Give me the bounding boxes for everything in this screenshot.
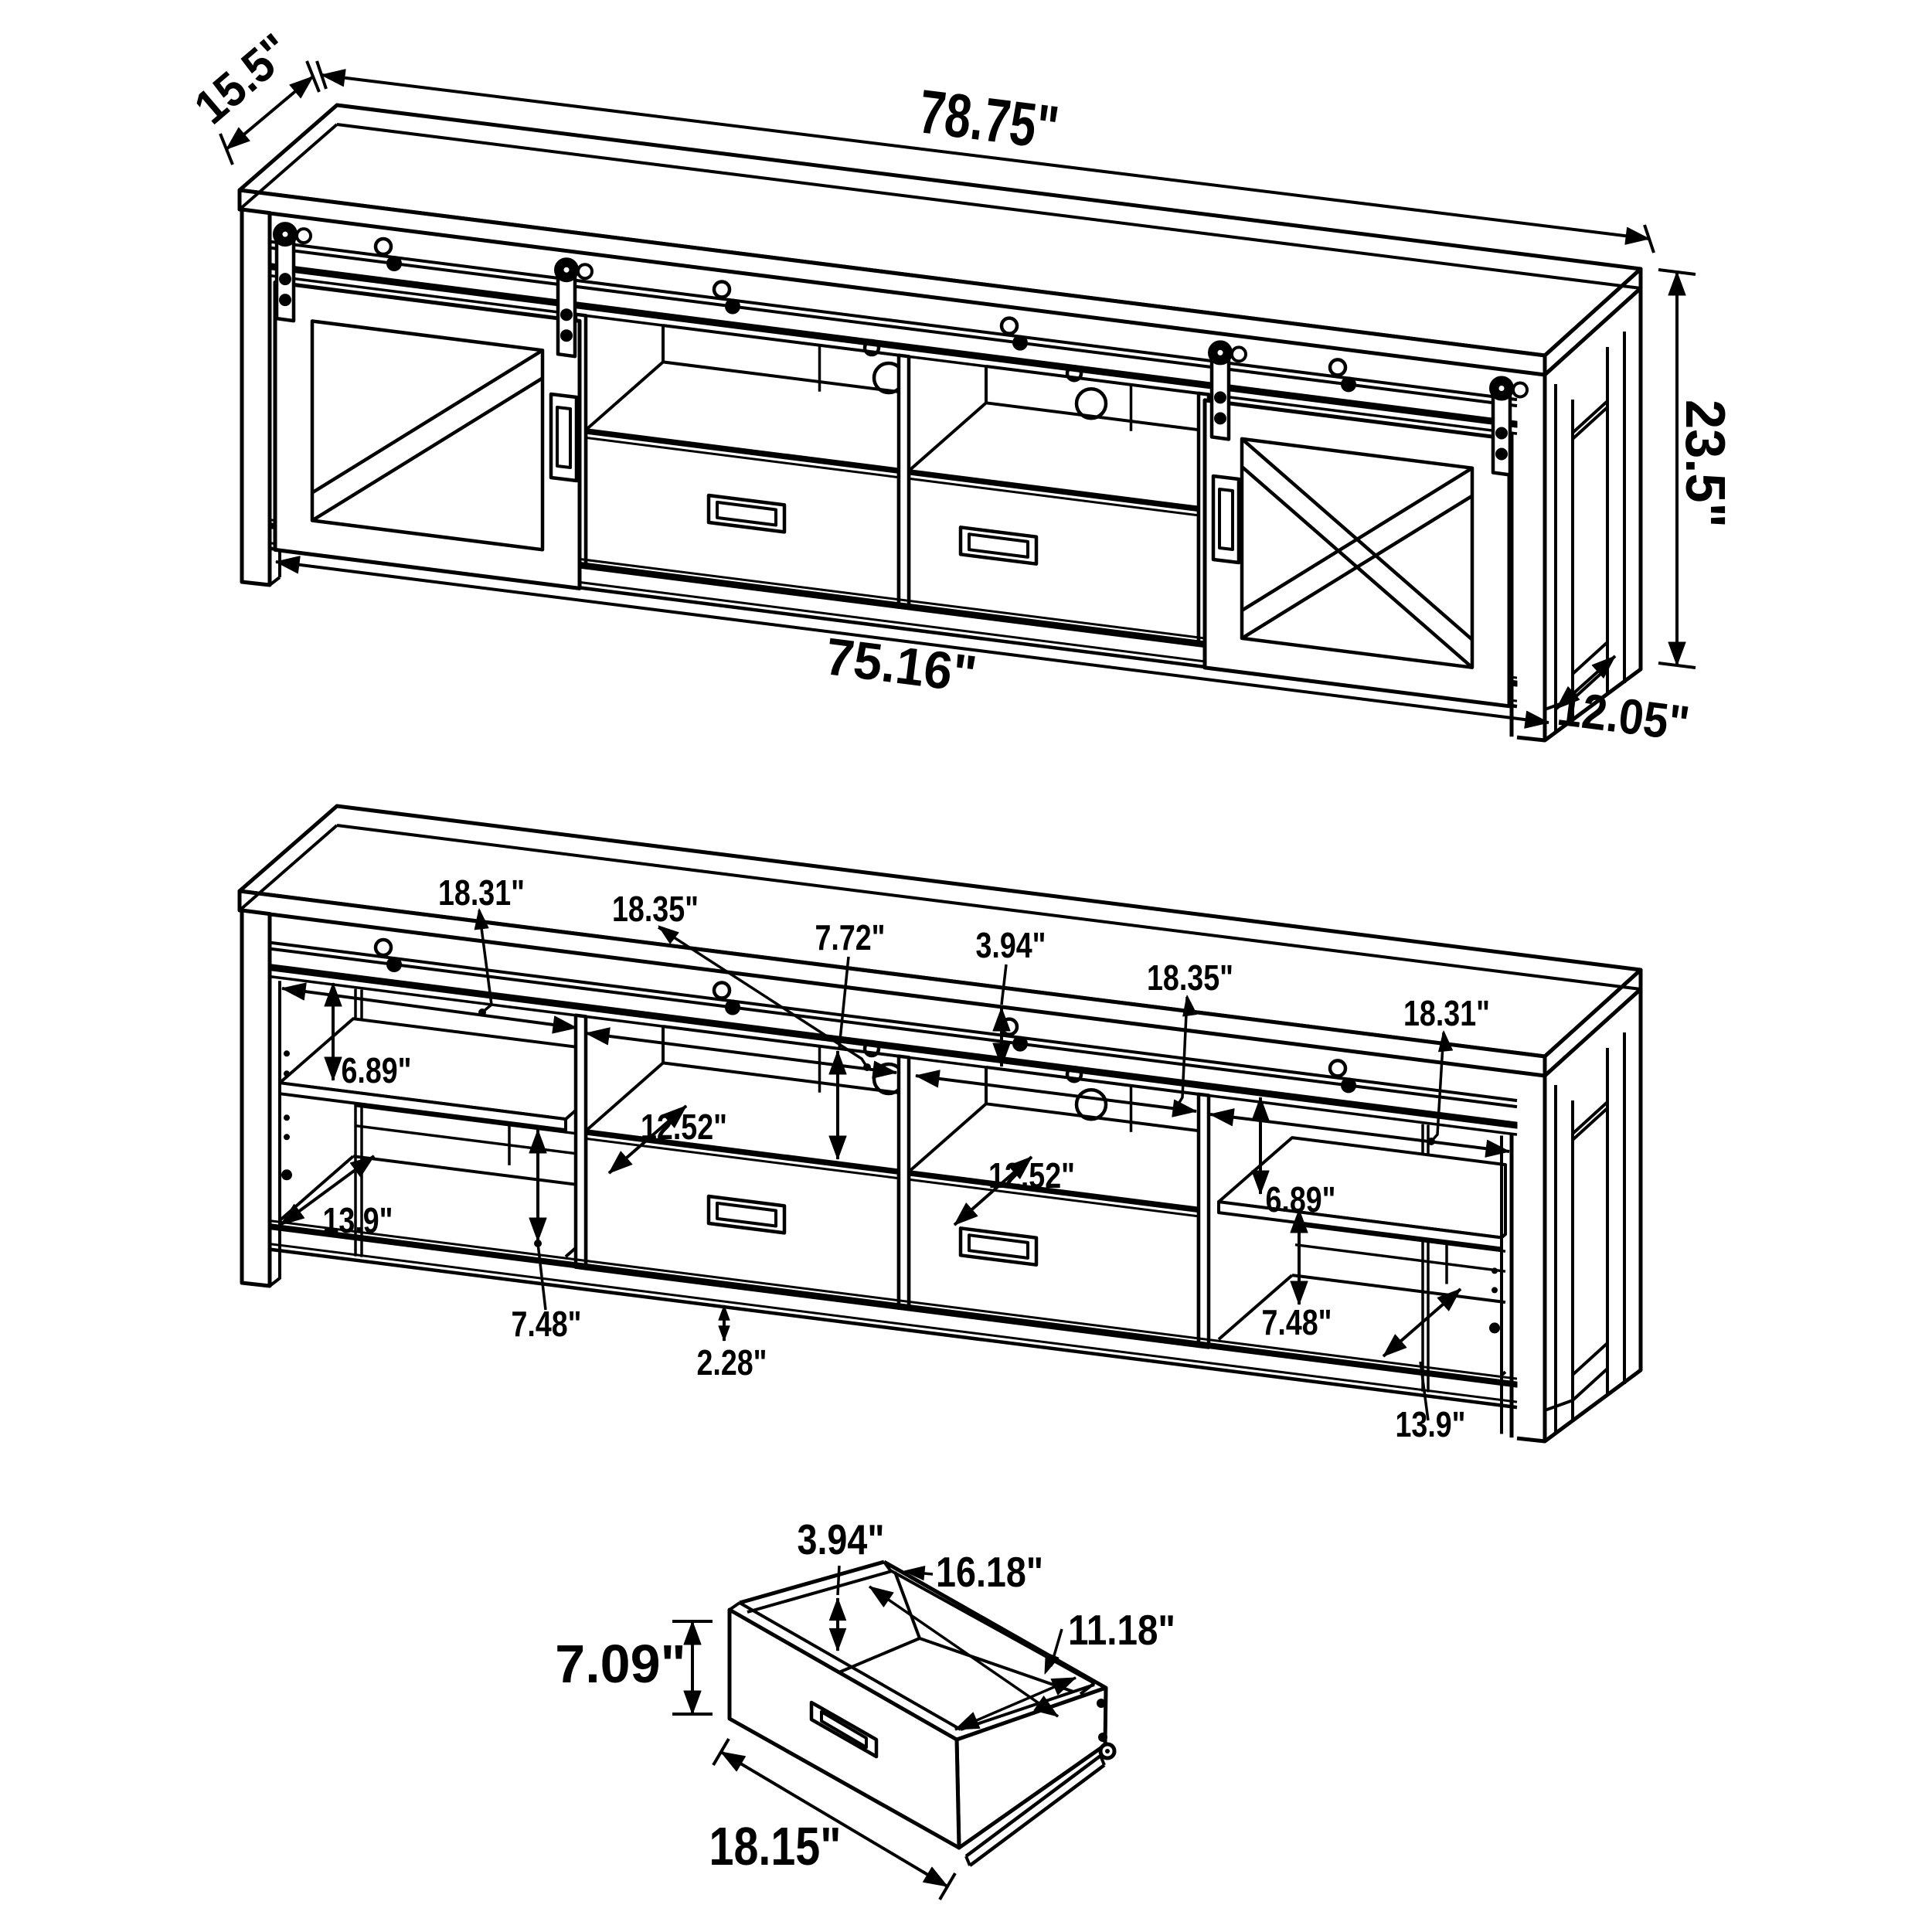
svg-text:18.15": 18.15"	[709, 1816, 842, 1876]
svg-text:12.52": 12.52"	[641, 1107, 727, 1147]
svg-text:13.9": 13.9"	[1396, 1404, 1466, 1444]
svg-text:2.28": 2.28"	[697, 1342, 767, 1383]
svg-text:18.31": 18.31"	[438, 872, 525, 913]
svg-text:3.94": 3.94"	[976, 925, 1046, 965]
svg-text:6.89": 6.89"	[342, 1050, 412, 1090]
svg-text:3.94": 3.94"	[798, 1515, 885, 1563]
svg-text:18.31": 18.31"	[1403, 993, 1490, 1033]
svg-text:13.9": 13.9"	[323, 1200, 393, 1240]
svg-text:18.35": 18.35"	[612, 889, 699, 929]
svg-text:16.18": 16.18"	[936, 1548, 1043, 1596]
svg-text:12.52": 12.52"	[988, 1155, 1075, 1196]
svg-text:23.5": 23.5"	[1674, 400, 1736, 528]
svg-text:7.48": 7.48"	[1262, 1302, 1332, 1342]
svg-text:11.18": 11.18"	[1068, 1606, 1175, 1654]
svg-text:18.35": 18.35"	[1147, 957, 1233, 998]
svg-text:7.09": 7.09"	[555, 1634, 685, 1694]
svg-text:7.48": 7.48"	[512, 1304, 582, 1344]
svg-text:7.72": 7.72"	[815, 917, 886, 957]
